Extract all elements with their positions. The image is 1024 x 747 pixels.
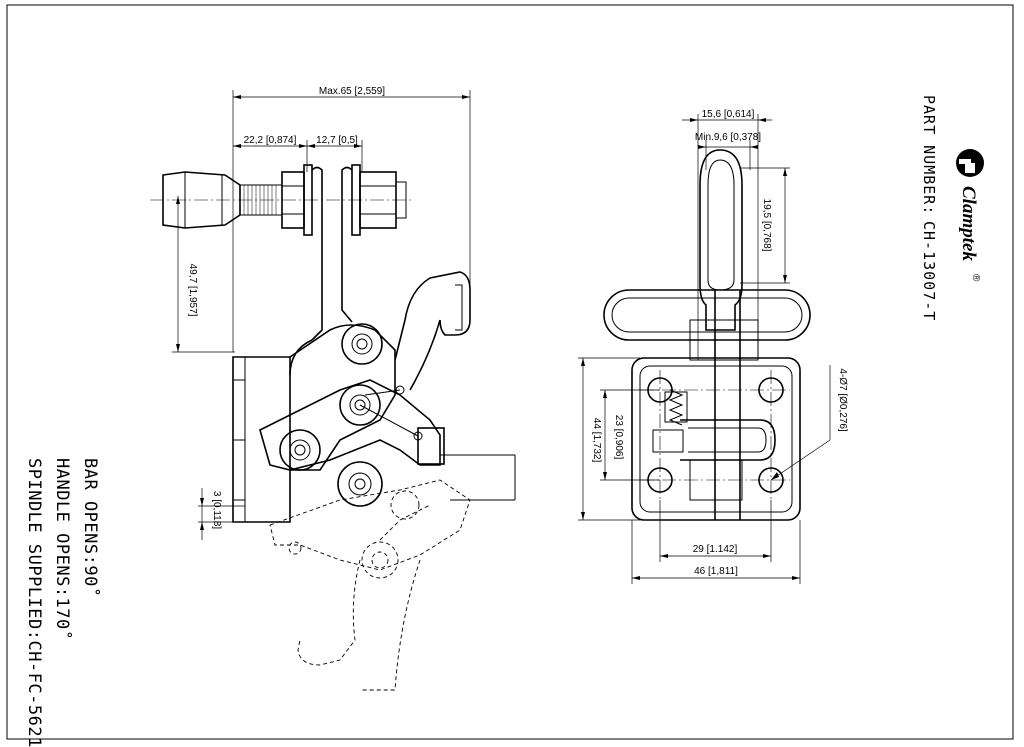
dim-base-height: 44 [1,732] xyxy=(591,418,602,463)
brand-registered: ® xyxy=(970,274,981,282)
dim-base-width: 46 [1,811] xyxy=(694,566,738,577)
dim-hole-spacing-v: 23 [0,906] xyxy=(613,415,624,460)
dim-base-thickness: 3 [0,118] xyxy=(211,491,222,529)
note-handle-opens: HANDLE OPENS:170˚ xyxy=(52,458,73,641)
dim-holes: 4-Ø7 [Ø0,276] xyxy=(837,368,848,432)
part-number-value: CH-13007-T xyxy=(920,221,938,321)
brand-name: Clamptek xyxy=(958,186,979,261)
dim-bar-min-width: Min.9,6 [0,378] xyxy=(695,132,761,143)
brand-logo: Clamptek ® xyxy=(956,149,984,282)
note-bar-opens: BAR OPENS:90˚ xyxy=(80,458,101,598)
front-view: 15,6 [0,614] Min.9,6 [0,378] 19,5 [0,768… xyxy=(578,109,848,584)
dim-bar-width: 12,7 [0,5] xyxy=(316,135,358,146)
side-view: Max.65 [2,559] 22,2 [0,874] 12,7 [0,5] 4… xyxy=(150,86,516,691)
notes: BAR OPENS:90˚ HANDLE OPENS:170˚ SPINDLE … xyxy=(24,458,101,747)
sheet-border xyxy=(6,4,1014,740)
dim-spindle-height: 49,7 [1,957] xyxy=(187,264,198,317)
title-block: Clamptek ® PART NUMBER: CH-13007-T xyxy=(920,95,984,321)
dim-spindle-offset: 22,2 [0,874] xyxy=(244,135,297,146)
dim-bar-outer-width: 15,6 [0,614] xyxy=(702,109,755,120)
dim-slot-length: 19,5 [0,768] xyxy=(761,199,772,252)
part-number-label: PART NUMBER: xyxy=(920,95,938,215)
note-spindle-supplied: SPINDLE SUPPLIED:CH-FC-56212 xyxy=(24,458,44,747)
dim-hole-spacing-h: 29 [1.142] xyxy=(693,544,738,555)
dim-overall-length: Max.65 [2,559] xyxy=(319,86,385,97)
